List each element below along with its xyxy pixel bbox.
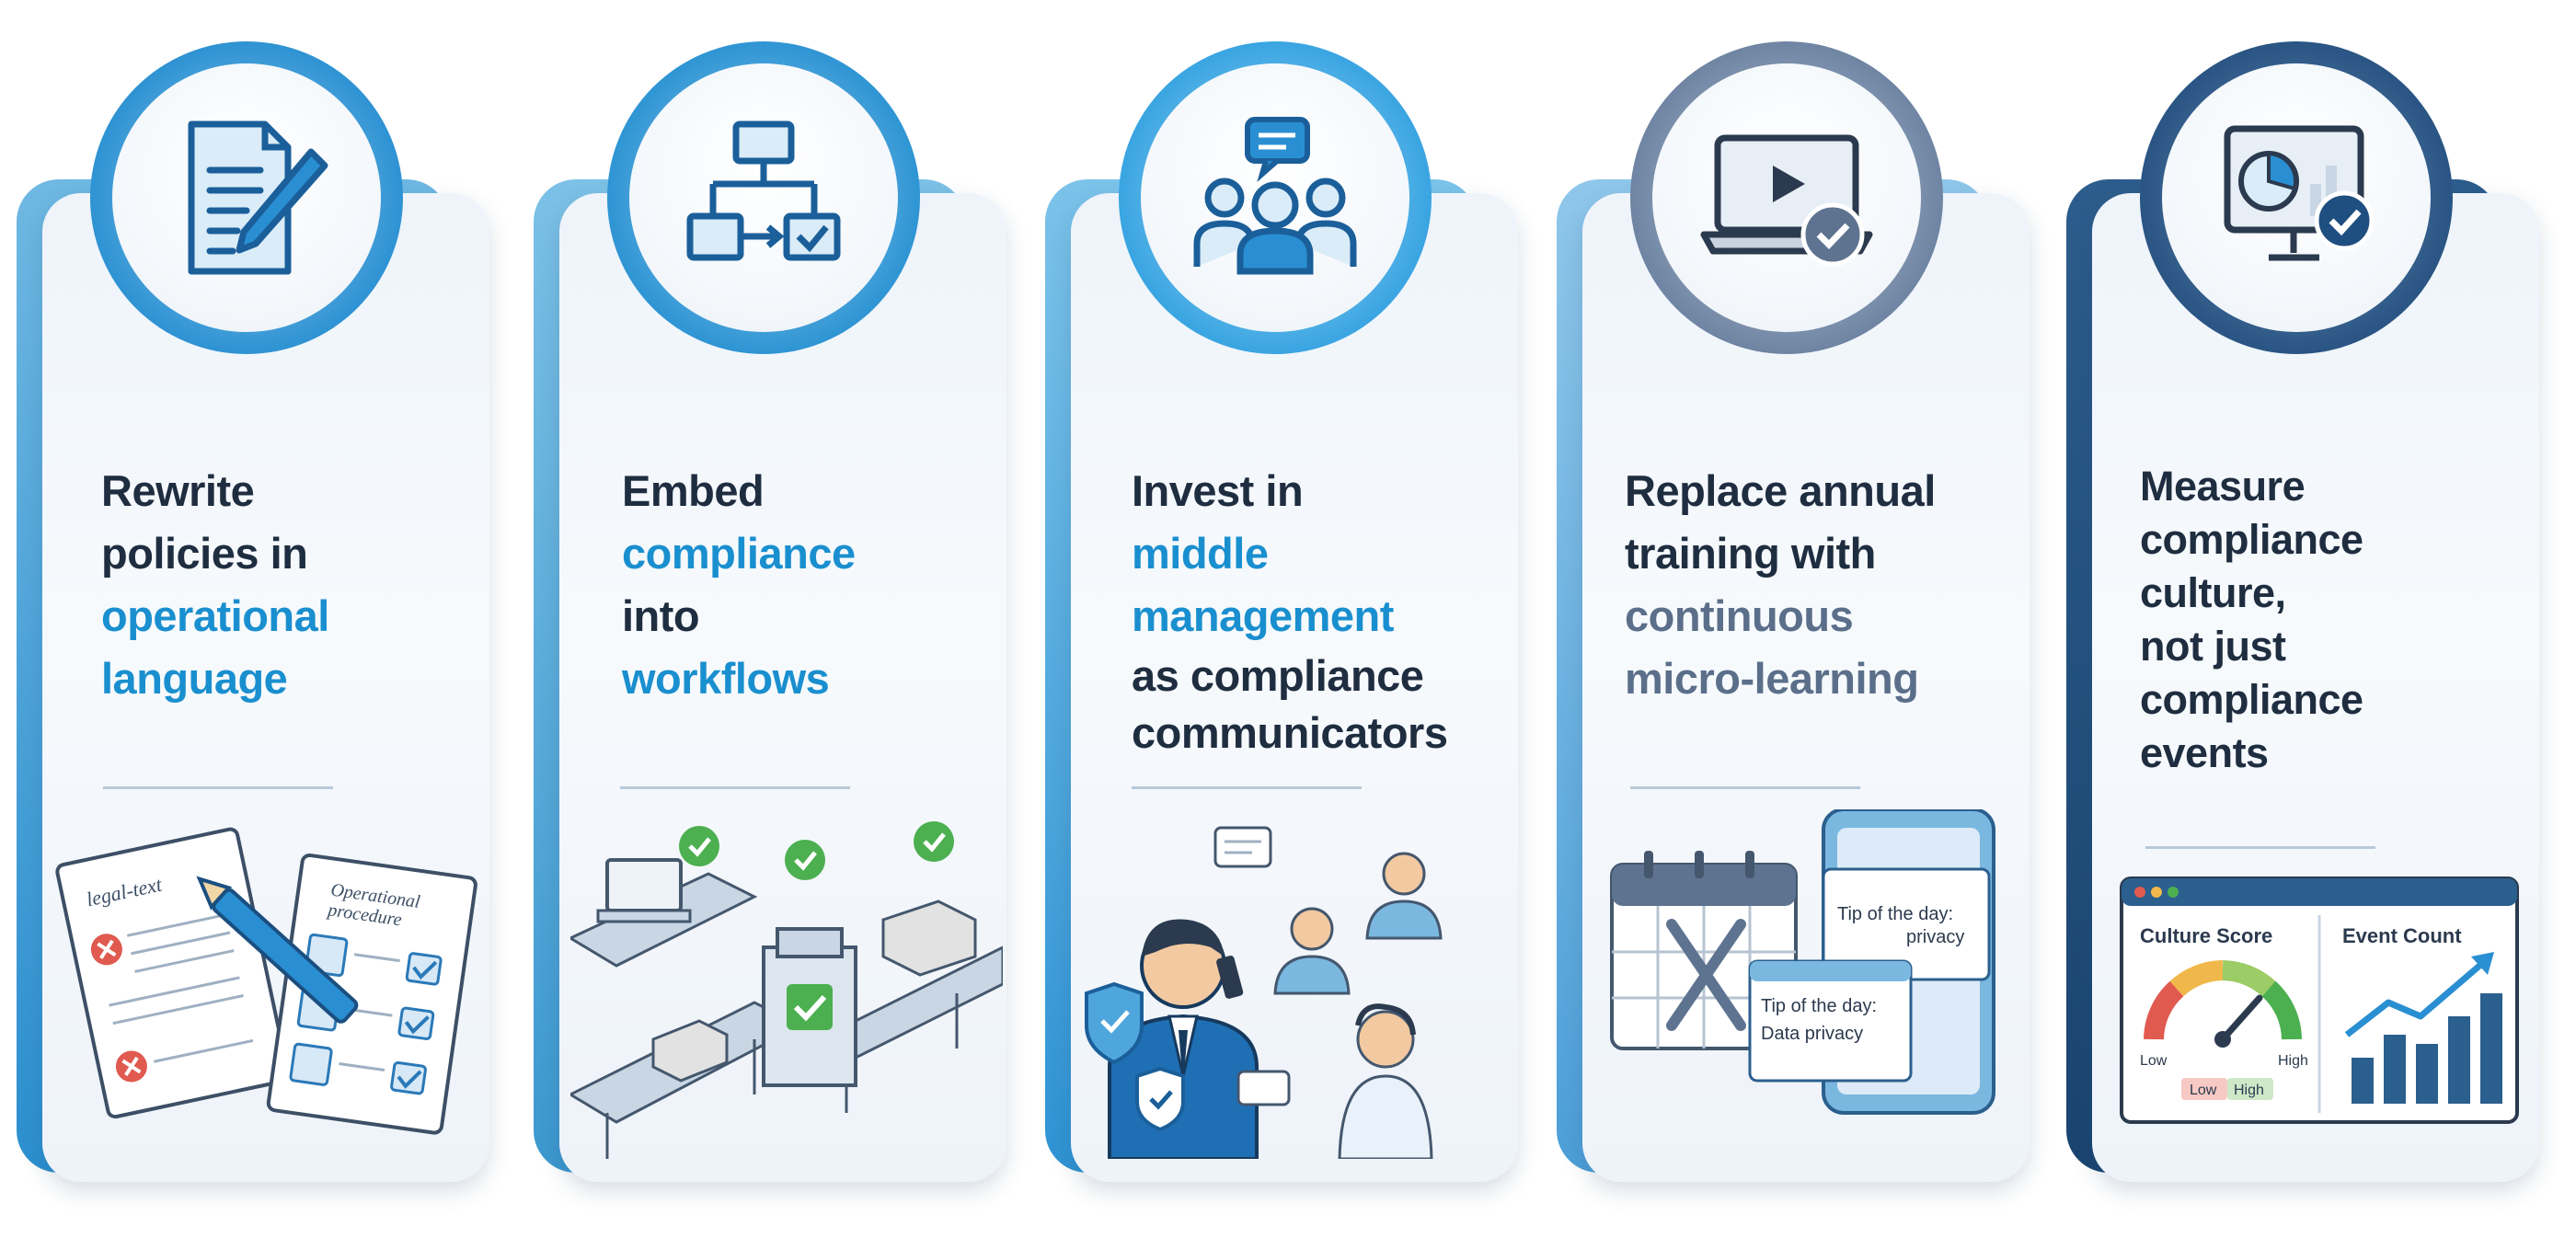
heading-line: Rewrite [101,466,255,515]
legal-text-vs-procedure-illustration: legal-text Operational procedure [55,827,477,1135]
heading-line-highlight: workflows [622,654,830,703]
culture-dashboard-illustration: Culture Score Event Count Low High Low H… [2120,877,2519,1124]
divider [103,786,333,789]
heading-line-highlight: middle [1132,529,1269,578]
calendar-vs-tips-illustration: Tip of the day: privacy Tip of the day: … [1610,809,1995,1115]
heading-line: communicators [1132,708,1448,757]
icon-disc [1141,63,1409,332]
heading-line-highlight: management [1132,591,1394,640]
heading-line: not just [2140,623,2286,670]
heading-line: compliance [2140,516,2363,563]
check-icon [785,840,825,880]
tip-title: Tip of the day: [1761,996,1877,1016]
event-count-label: Event Count [2342,924,2462,947]
tip-topic: privacy [1906,927,1964,947]
card-panel [1071,193,1518,1182]
card-measure-culture: Measure compliance culture, not just com… [2066,0,2554,1249]
card-invest-management: Invest in middle management as complianc… [1045,0,1533,1249]
tip-topic: Data privacy [1761,1024,1863,1044]
workflow-diagram-icon [686,120,841,261]
check-icon [914,821,954,862]
icon-disc [1652,63,1921,332]
heading-line: training with [1625,529,1876,578]
heading-line: Invest in [1132,466,1304,515]
card-heading: Replace annual training with continuous … [1625,460,2011,710]
heading-line: policies in [101,529,308,578]
event-count-bars [2352,993,2502,1104]
heading-line: Embed [622,466,765,515]
card-embed-compliance: Embed compliance into workflows [534,0,1021,1249]
culture-gauge [2144,960,2302,1040]
icon-disc [629,63,898,332]
culture-score-label: Culture Score [2140,924,2272,947]
heading-line: compliance [2140,676,2363,723]
card-rewrite-policies: Rewrite policies in operational language… [17,0,504,1249]
document-pen-icon [188,120,328,275]
gauge-high-label: High [2278,1053,2308,1069]
divider [1630,786,1860,789]
divider [2145,846,2375,849]
team-speech-icon [1193,117,1357,275]
laptop-video-check-icon [1700,134,1873,267]
heading-line: Measure [2140,463,2306,510]
heading-line-highlight: language [101,654,288,703]
card-heading: Embed compliance into workflows [622,460,1008,710]
icon-disc [2162,63,2431,332]
dashboard-check-icon [2224,125,2375,261]
divider [1132,786,1362,789]
divider [620,786,850,789]
card-heading: Rewrite policies in operational language [101,460,488,710]
heading-line: into [622,591,700,640]
heading-line-highlight: continuous [1625,591,1854,640]
card-replace-training: Replace annual training with continuous … [1557,0,2044,1249]
heading-line: events [2140,729,2269,776]
conveyor-checkpoint-illustration [570,821,1003,1159]
legend-low-label: Low [2190,1083,2217,1098]
legend-high-label: High [2234,1083,2264,1098]
gauge-low-label: Low [2140,1053,2168,1069]
heading-line-highlight: operational [101,591,329,640]
heading-line-highlight: micro-learning [1625,654,1919,703]
check-icon [679,826,719,866]
tip-title: Tip of the day: [1837,904,1953,924]
card-heading: Measure compliance culture, not just com… [2140,460,2526,780]
heading-line: as compliance [1132,651,1424,700]
heading-line: Replace annual [1625,466,1936,515]
icon-disc [112,63,381,332]
heading-line: culture, [2140,569,2286,616]
manager-communicating-illustration [1085,826,1443,1159]
card-heading: Invest in middle management as complianc… [1132,460,1518,762]
heading-line-highlight: compliance [622,529,856,578]
